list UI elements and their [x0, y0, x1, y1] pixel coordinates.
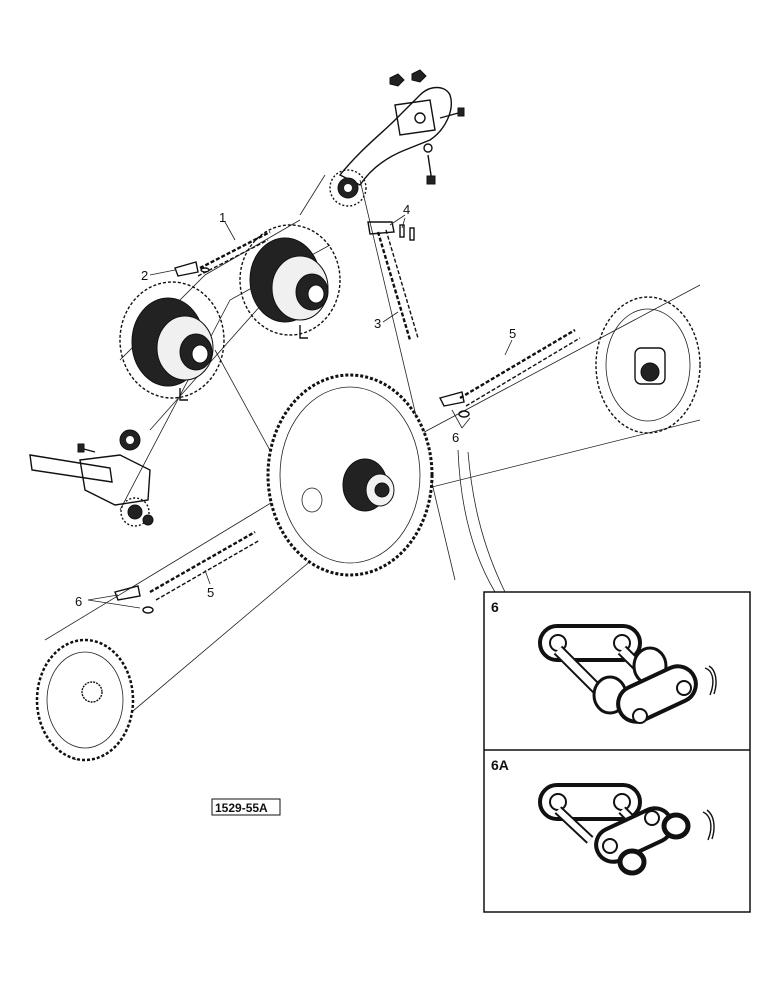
- callout-2: 2: [141, 268, 148, 283]
- connecting-link-6a: [538, 783, 715, 876]
- callout-3: 3: [374, 316, 381, 331]
- connecting-link-6: [538, 624, 717, 724]
- callout-4: 4: [403, 202, 410, 217]
- chain-5-upper: [459, 328, 581, 407]
- connector-link-6-lower: [114, 585, 154, 614]
- detail-label-6: 6: [491, 599, 499, 615]
- callouts: 1 2 3 4 5 6 5 6: [75, 202, 516, 609]
- slip-clutch-sprocket-left: [119, 281, 225, 401]
- idler-bracket-assembly: [329, 69, 465, 207]
- callout-5-lower: 5: [207, 585, 214, 600]
- callout-6-upper: 6: [452, 430, 459, 445]
- callout-6-lower: 6: [75, 594, 82, 609]
- connector-link-4: [367, 221, 415, 241]
- sprocket-right-large: [595, 296, 701, 434]
- slip-clutch-sprocket-right: [239, 224, 341, 339]
- reference-number-box: 1529-55A: [211, 798, 281, 816]
- callout-5-upper: 5: [509, 326, 516, 341]
- detail-label-6a: 6A: [491, 757, 509, 773]
- sprocket-center-large: [266, 373, 434, 577]
- chain-3: [376, 229, 419, 341]
- connector-link-2: [174, 261, 210, 277]
- connector-link-6-upper: [438, 391, 470, 418]
- shaft-bracket-assembly: [29, 429, 154, 527]
- leader-lines: [87, 214, 513, 609]
- sprocket-lower-left-large: [35, 638, 135, 762]
- chain-5-lower: [149, 530, 261, 601]
- detail-panel: 6 6A: [483, 591, 751, 913]
- callout-1: 1: [219, 210, 226, 225]
- reference-number: 1529-55A: [215, 801, 268, 815]
